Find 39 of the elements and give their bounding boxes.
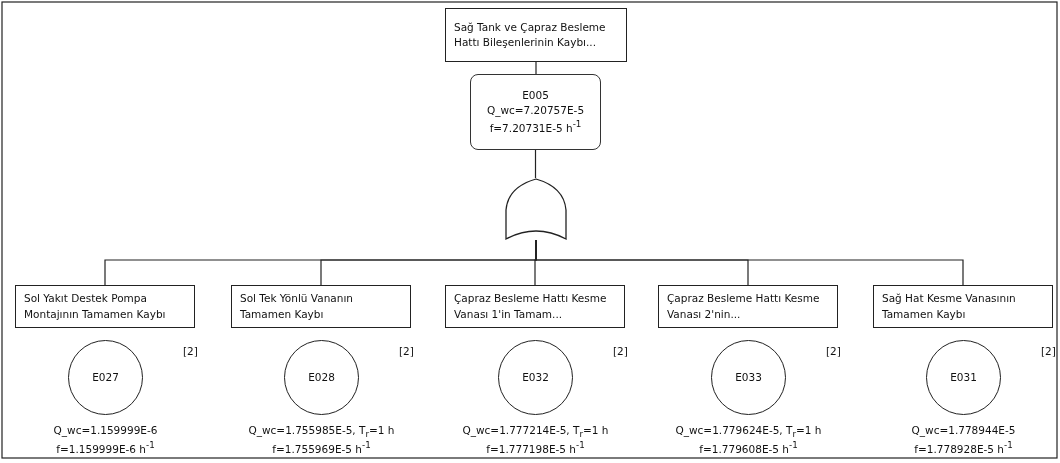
event-id: E005 [522,87,549,103]
event-box [445,285,625,328]
probability-text: f=1.755969E-5 h$^{-1}$ [272,439,371,457]
event-id: E032 [522,369,549,385]
event-description: Sağ Tank ve Çapraz Besleme Hattı Bileşenlerinin Kaybı... [454,19,607,50]
multiplicity-label: [2] [613,344,628,359]
multiplicity-label: [2] [1041,344,1056,359]
probability-text: f=1.779608E-5 h$^{-1}$ [699,439,798,457]
connector-line [535,61,537,75]
event-id: E028 [308,369,335,385]
event-description: Çapraz Besleme Hattı Kesme Vanası 1'in Tamam... [454,291,608,322]
probability-text: Q_wc=7.20757E-5 [486,103,585,119]
multiplicity-label: [2] [183,344,198,359]
event-id: E033 [735,369,762,385]
event-description: Sağ Hat Kesme Vanasının Tamamen Kaybı [882,291,1017,322]
probability-text: Q_wc=1.779624E-5, T$_{r}$=1 h [675,423,822,441]
event-box [658,285,838,328]
event-box [873,285,1053,328]
probability-text: f=1.159999E-6 h$^{-1}$ [56,439,155,457]
or-gate-symbol [505,178,567,240]
probability-text: f=7.20731E-5 h$^{-1}$ [489,118,582,136]
multiplicity-label: [2] [826,344,841,359]
multiplicity-label: [2] [399,344,414,359]
probability-text: f=1.778928E-5 h$^{-1}$ [914,439,1013,457]
probability-text: f=1.777198E-5 h$^{-1}$ [486,439,585,457]
event-description: Sol Tek Yönlü Vananın Tamamen Kaybı [240,291,354,322]
probability-text: Q_wc=1.755985E-5, T$_{r}$=1 h [248,423,395,441]
probability-text: Q_wc=1.778944E-5 [911,423,1016,438]
event-description: Sol Yakıt Destek Pompa Montajının Tamamen Kaybı [24,291,167,322]
probability-text: Q_wc=1.777214E-5, T$_{r}$=1 h [462,423,609,441]
event-description: Çapraz Besleme Hattı Kesme Vanası 2'nin... [667,291,821,322]
event-box [445,8,627,62]
event-id: E031 [950,369,977,385]
event-card [470,74,601,150]
event-id: E027 [92,369,119,385]
probability-text: Q_wc=1.159999E-6 [53,423,158,438]
event-box [15,285,195,328]
event-box [231,285,411,328]
connector-line [534,149,537,179]
